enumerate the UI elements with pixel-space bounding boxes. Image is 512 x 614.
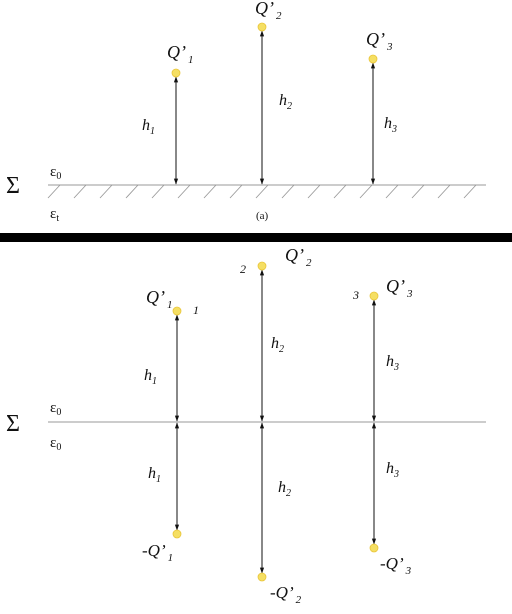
charge-label-2-a: Q’2 bbox=[255, 0, 282, 22]
charge-2-a: Q’2 h2 bbox=[255, 0, 292, 185]
panel-b: Σ ε0 ε0 Q’1 1 h1 h1 -Q’1 bbox=[6, 245, 486, 606]
height-label-3-upper-b: h3 bbox=[386, 353, 399, 373]
charge-label-1-a: Q’1 bbox=[167, 42, 194, 66]
image-charge-label-1-b: -Q’1 bbox=[142, 541, 173, 564]
epsilon-lower-b: ε0 bbox=[50, 435, 61, 453]
sigma-label-a: Σ bbox=[6, 173, 20, 199]
image-charge-dot-2-b bbox=[257, 572, 267, 582]
charge-3-b: Q’3 3 h3 h3 -Q’3 bbox=[352, 276, 413, 577]
charge-dot-3-a bbox=[368, 54, 378, 64]
height-label-2-a: h2 bbox=[279, 92, 292, 112]
image-charge-label-3-b: -Q’3 bbox=[380, 554, 412, 577]
height-label-1-a: h1 bbox=[142, 117, 155, 137]
charge-dot-1-b bbox=[172, 306, 182, 316]
image-charge-dot-3-b bbox=[369, 543, 379, 553]
charge-dot-3-b bbox=[369, 291, 379, 301]
charge-index-2-b: 2 bbox=[240, 262, 246, 276]
height-label-3-a: h3 bbox=[384, 115, 397, 135]
charge-label-1-b: Q’1 bbox=[146, 287, 173, 311]
panel-divider bbox=[0, 233, 512, 242]
epsilon-lower-a: εt bbox=[50, 206, 59, 224]
hatching bbox=[47, 184, 477, 199]
charge-2-b: Q’2 2 h2 h2 -Q’2 bbox=[240, 245, 312, 606]
charge-3-a: Q’3 h3 bbox=[366, 29, 397, 185]
image-charge-dot-1-b bbox=[172, 529, 182, 539]
charge-index-1-b: 1 bbox=[193, 303, 199, 317]
sigma-label-b: Σ bbox=[6, 411, 20, 437]
height-label-1-upper-b: h1 bbox=[144, 367, 157, 387]
charge-label-2-b: Q’2 bbox=[285, 245, 312, 269]
epsilon-upper-b: ε0 bbox=[50, 400, 61, 418]
charge-dot-1-a bbox=[171, 68, 181, 78]
charge-1-a: Q’1 h1 bbox=[142, 42, 194, 185]
charge-index-3-b: 3 bbox=[352, 288, 359, 302]
height-label-2-upper-b: h2 bbox=[271, 335, 284, 355]
caption-a: (a) bbox=[256, 210, 269, 222]
height-label-3-lower-b: h3 bbox=[386, 460, 399, 480]
height-label-1-lower-b: h1 bbox=[148, 465, 161, 485]
charge-label-3-a: Q’3 bbox=[366, 29, 393, 53]
charge-1-b: Q’1 1 h1 h1 -Q’1 bbox=[142, 287, 199, 564]
charge-dot-2-a bbox=[257, 22, 267, 32]
image-charge-label-2-b: -Q’2 bbox=[270, 583, 302, 606]
charge-label-3-b: Q’3 bbox=[386, 276, 413, 300]
epsilon-upper-a: ε0 bbox=[50, 164, 61, 182]
charge-dot-2-b bbox=[257, 261, 267, 271]
panel-a: Σ ε0 εt (a) Q’1 h1 Q’2 h2 bbox=[6, 0, 486, 224]
height-label-2-lower-b: h2 bbox=[278, 479, 291, 499]
